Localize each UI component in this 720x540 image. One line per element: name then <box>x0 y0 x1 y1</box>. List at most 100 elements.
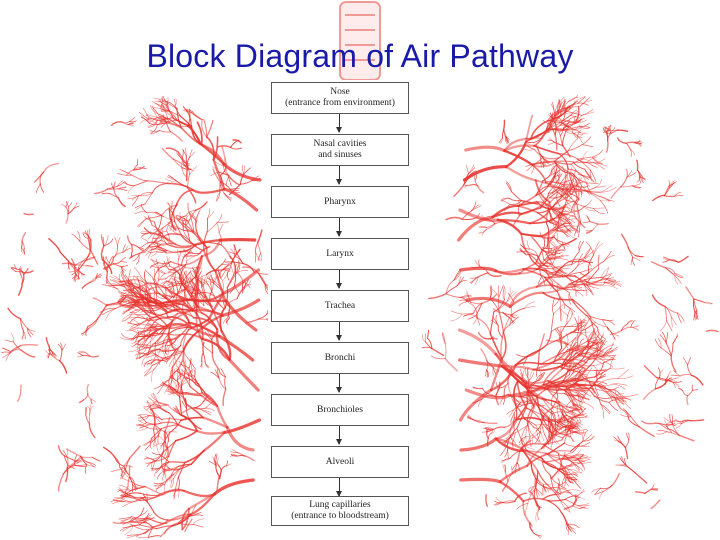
vessel-branch <box>501 324 511 339</box>
vessel-branch <box>518 436 527 444</box>
vessel-branch <box>168 461 186 464</box>
vessel-branch <box>593 395 612 399</box>
vessel-branch <box>85 407 88 416</box>
vessel-branch <box>512 402 521 411</box>
vessel-branch <box>561 476 566 488</box>
vessel-branch <box>111 121 123 126</box>
vessel-branch <box>536 364 539 376</box>
vessel-branch <box>478 228 487 234</box>
vessel-branch <box>127 281 138 297</box>
vessel-branch <box>106 301 119 306</box>
vessel-branch <box>597 254 600 270</box>
vessel-branch <box>188 277 195 286</box>
vessel-branch <box>136 286 141 292</box>
vessel-branch <box>563 389 575 400</box>
vessel-branch <box>608 399 621 403</box>
vessel-branch <box>552 265 563 270</box>
vessel-branch <box>584 248 591 258</box>
vessel-branch <box>562 99 567 109</box>
vessel-branch <box>556 291 561 309</box>
vessel-branch <box>165 431 170 443</box>
vessel-branch <box>158 261 169 271</box>
vessel-branch <box>565 165 568 180</box>
vessel-branch <box>617 369 629 379</box>
vessel-branch <box>157 214 162 231</box>
vessel-branch <box>257 241 262 254</box>
vessel-branch <box>77 256 89 269</box>
vessel-branch <box>575 494 578 501</box>
vessel-branch <box>586 215 591 222</box>
vessel-branch <box>177 476 180 490</box>
vessel-branch <box>68 268 80 273</box>
vessel-branch <box>541 436 550 448</box>
vessel-branch <box>192 524 204 528</box>
vessel-branch <box>190 449 205 465</box>
vessel-branch <box>140 333 150 337</box>
vessel-branch <box>671 316 677 326</box>
vessel-branch <box>524 305 536 309</box>
vessel-branch <box>563 341 569 345</box>
vessel-branch <box>138 326 152 333</box>
vessel-branch <box>588 352 600 356</box>
vessel-branch <box>26 327 32 338</box>
vessel-branch <box>168 226 178 234</box>
vessel-branch <box>85 265 94 268</box>
vessel-branch <box>524 418 537 426</box>
vessel-branch <box>554 134 558 151</box>
vessel-branch <box>177 151 184 162</box>
vessel-branch <box>572 298 591 318</box>
vessel-branch <box>135 353 147 359</box>
vessel-branch <box>207 278 216 283</box>
vessel-branch <box>225 176 229 187</box>
vessel-branch <box>498 137 503 144</box>
vessel-branch <box>533 137 542 143</box>
vessel-branch <box>229 188 241 193</box>
arrow-down <box>336 478 342 497</box>
vessel-branch <box>509 200 522 205</box>
vessel-branch <box>510 301 515 316</box>
vessel-branch <box>143 317 152 332</box>
vessel-branch <box>572 363 575 375</box>
vessel-branch <box>560 268 568 276</box>
vessel-branch <box>229 188 239 192</box>
vessel-branch <box>561 229 570 232</box>
vessel-branch <box>537 364 543 377</box>
vessel-branch <box>587 355 604 361</box>
vessel-branch <box>602 485 613 493</box>
vessel-branch <box>579 338 585 347</box>
vessel-branch <box>580 332 588 338</box>
vessel-branch <box>170 210 176 223</box>
vessel-branch <box>211 331 219 340</box>
vessel-branch <box>20 349 36 358</box>
vessel-branch <box>153 97 166 102</box>
vessel-branch <box>507 472 513 482</box>
vessel-branch <box>662 259 670 263</box>
vessel-branch <box>492 308 504 314</box>
vessel-branch <box>127 185 135 195</box>
vessel-branch <box>635 491 646 494</box>
vessel-branch <box>132 335 150 339</box>
vessel-branch <box>103 262 108 273</box>
vessel-branch <box>224 287 229 308</box>
vessel-branch <box>532 434 540 442</box>
vessel-branch <box>584 285 592 293</box>
vessel-branch <box>251 175 260 181</box>
vessel-branch <box>550 222 562 231</box>
vessel-branch <box>442 332 446 345</box>
vessel-branch <box>189 385 203 397</box>
vessel-branch <box>244 455 255 462</box>
vessel-branch <box>167 289 174 298</box>
vessel-branch <box>176 305 199 315</box>
vessel-branch <box>560 174 568 184</box>
vessel-branch <box>151 452 161 456</box>
vessel-branch <box>16 384 22 402</box>
vessel-branch <box>600 403 611 415</box>
vessel-branch <box>571 127 583 130</box>
vessel-branch <box>152 237 160 240</box>
vessel-branch <box>168 473 173 482</box>
vessel-branch <box>136 276 141 288</box>
vessel-branch <box>526 452 550 467</box>
vessel-branch <box>552 429 568 436</box>
vessel-branch <box>193 407 205 412</box>
vessel-branch <box>169 110 181 117</box>
